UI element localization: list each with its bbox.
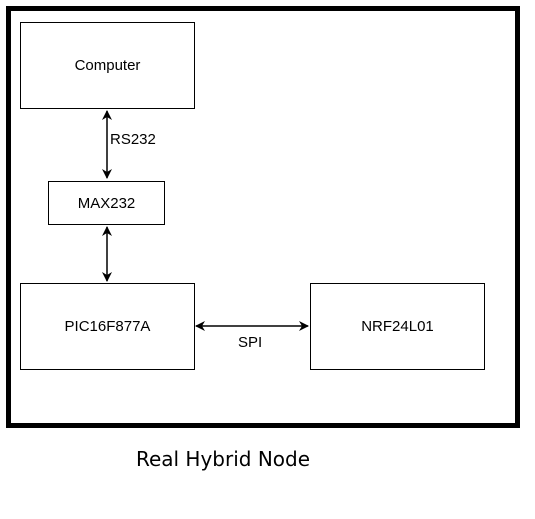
rs232-label: RS232 [110,131,156,148]
nrf-block: NRF24L01 [310,283,485,370]
spi-label: SPI [238,334,263,351]
pic-label: PIC16F877A [64,318,151,335]
computer-block: Computer [20,22,195,109]
nrf-label: NRF24L01 [361,318,434,335]
computer-label: Computer [74,57,141,74]
diagram-caption: Real Hybrid Node [135,447,311,471]
max232-label: MAX232 [77,194,136,212]
max232-block: MAX232 [48,181,165,225]
pic-block: PIC16F877A [20,283,195,370]
